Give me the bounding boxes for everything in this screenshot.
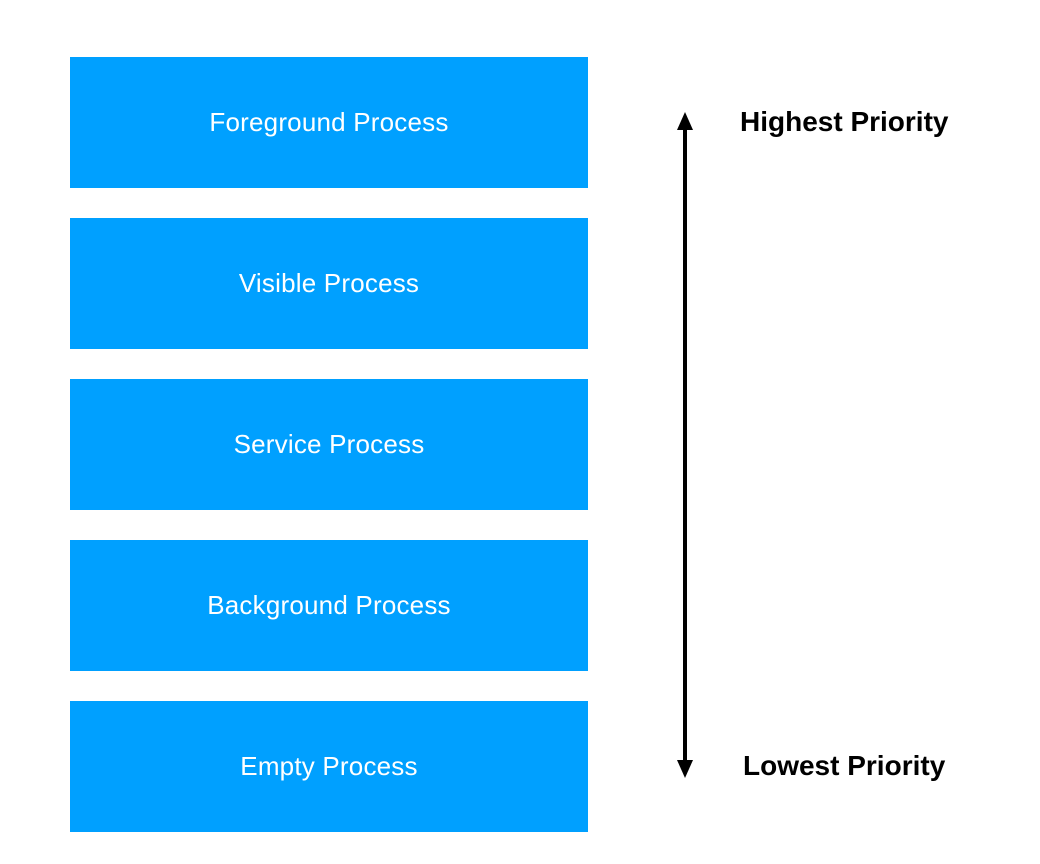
process-label: Empty Process bbox=[240, 751, 418, 781]
double-headed-arrow-icon bbox=[677, 112, 693, 778]
process-box-foreground: Foreground Process bbox=[70, 57, 588, 188]
process-box-empty: Empty Process bbox=[70, 701, 588, 832]
process-label: Background Process bbox=[207, 590, 451, 620]
process-box-background: Background Process bbox=[70, 540, 588, 671]
process-label: Visible Process bbox=[238, 268, 420, 298]
process-box-visible: Visible Process bbox=[70, 218, 588, 349]
process-label: Foreground Process bbox=[209, 107, 449, 137]
arrow-head-up bbox=[677, 112, 693, 130]
arrow-head-down bbox=[677, 760, 693, 778]
process-label: Service Process bbox=[233, 429, 425, 459]
highest-priority-label: Highest Priority bbox=[740, 106, 949, 137]
lowest-priority-label: Lowest Priority bbox=[743, 750, 946, 781]
process-box-service: Service Process bbox=[70, 379, 588, 510]
